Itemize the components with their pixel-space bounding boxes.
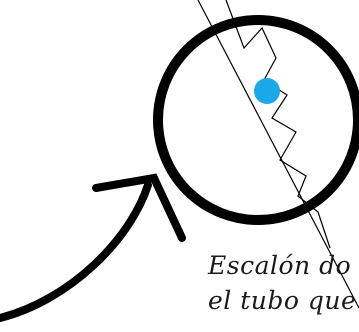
curved-arrow-icon xyxy=(0,181,152,322)
tube-outer-line xyxy=(197,0,359,309)
tube-zigzag-line xyxy=(225,0,319,213)
magnifier-circle-icon xyxy=(153,15,359,225)
arrowhead-icon xyxy=(92,173,186,242)
tube-zigzag-tail xyxy=(317,211,331,249)
blue-dot xyxy=(254,78,280,104)
caption-line-2: el tubo que xyxy=(208,286,356,315)
caption-line-1: Escalón do xyxy=(207,251,351,280)
